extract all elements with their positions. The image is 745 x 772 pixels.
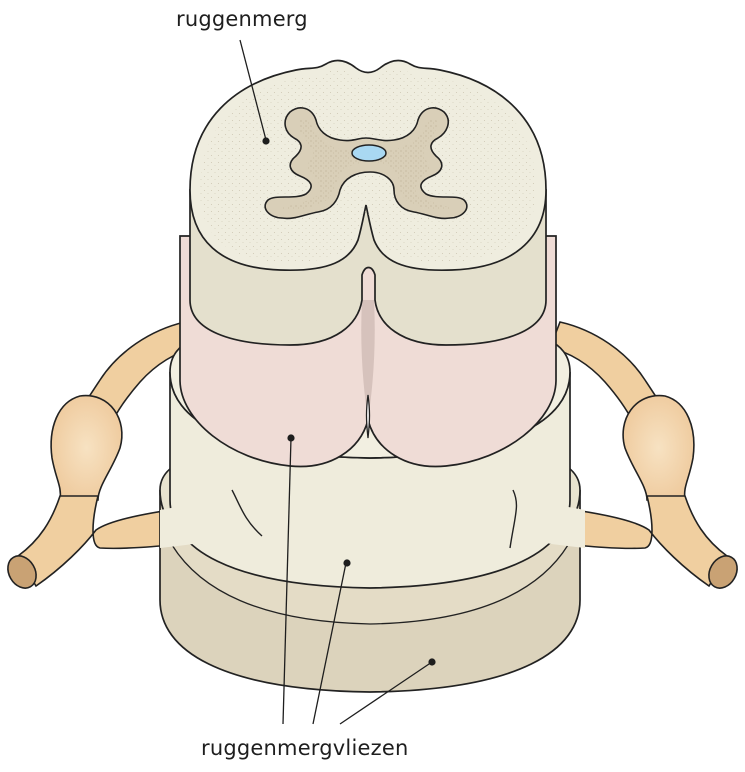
spinal-cord	[189, 59, 547, 346]
leader-dots	[262, 137, 436, 666]
label-spinal-cord: ruggenmerg	[176, 7, 308, 31]
leader-lines	[239, 39, 433, 725]
label-meninges: ruggenmergvliezen	[201, 736, 409, 760]
